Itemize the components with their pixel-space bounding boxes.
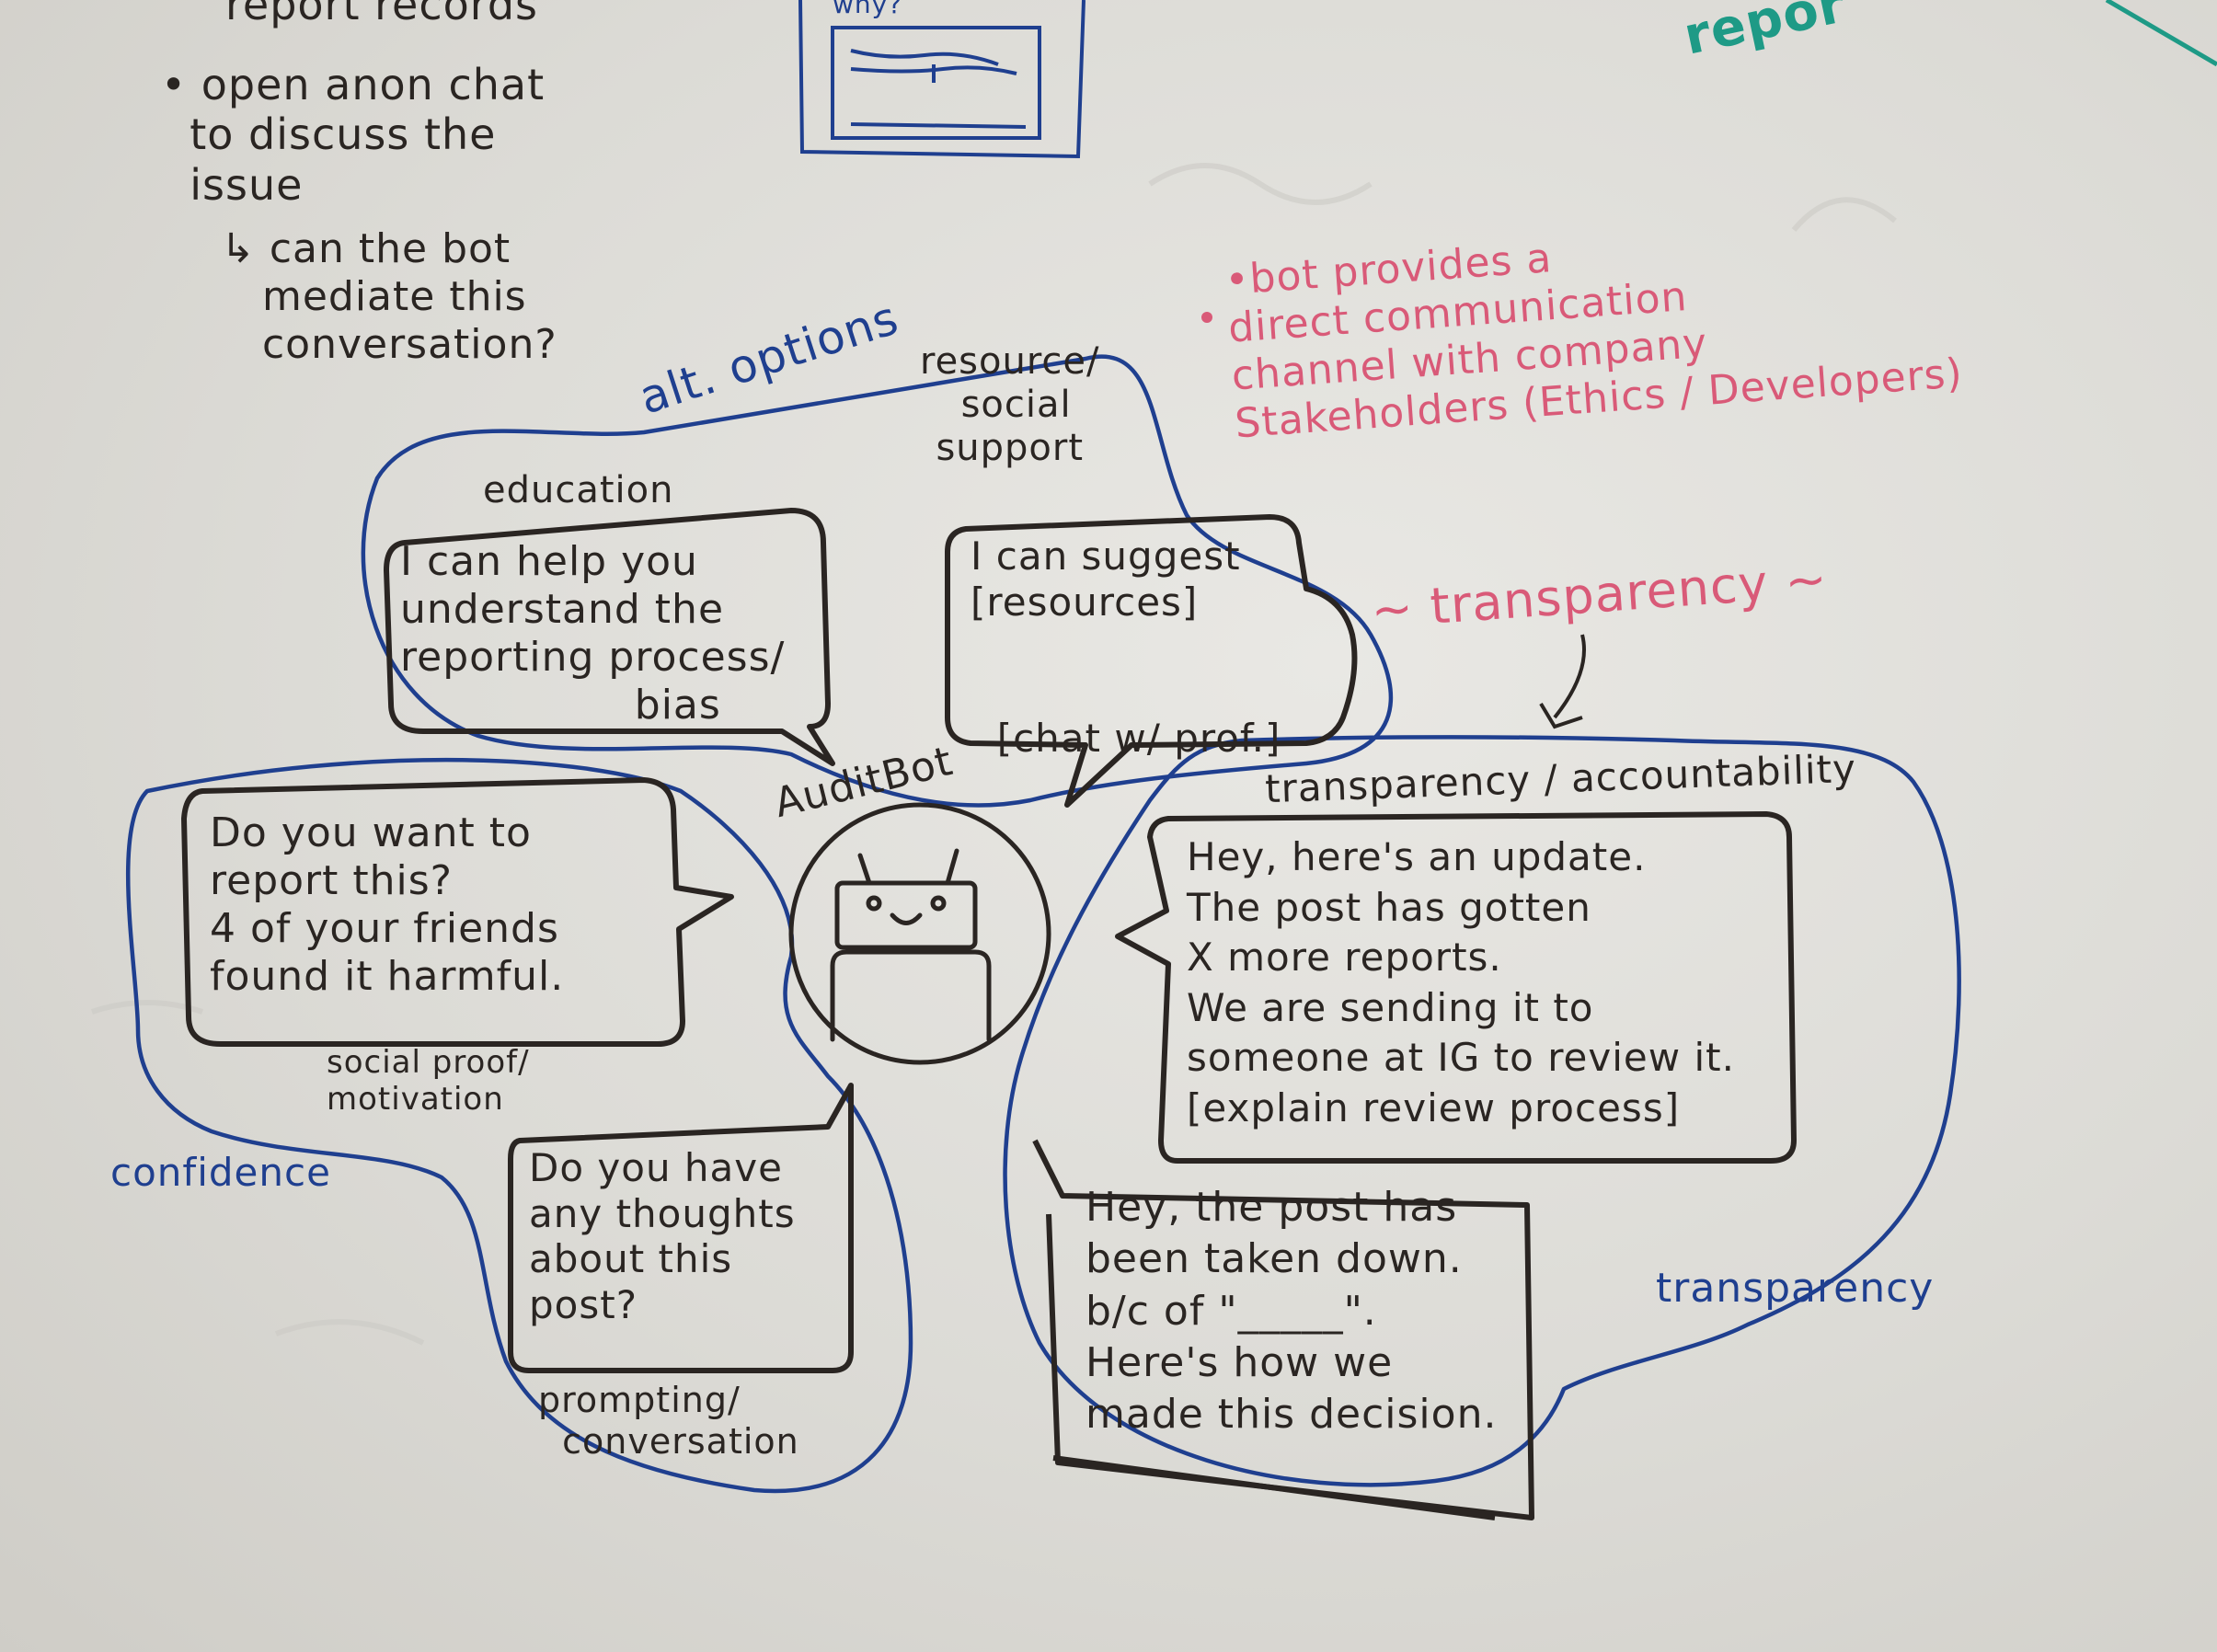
resources-bubble-outline: [945, 514, 1358, 808]
taken-down-bubble-outline: [1032, 1139, 1534, 1520]
alt-options-outline: [361, 354, 1394, 808]
bubble-text-thoughts: Do you have any thoughts about this post…: [529, 1145, 796, 1327]
screen-sketch: [798, 0, 1086, 159]
note-open-anon-chat: • open anon chat to discuss the issue: [161, 60, 546, 210]
bubble-text-education: I can help you understand the reporting …: [400, 538, 786, 728]
note-bot-mediate: ↳ can the bot mediate this conversation?: [221, 225, 557, 368]
speech-bubbles: [181, 508, 1797, 1520]
group-label-transparency: transparency: [1656, 1265, 1935, 1312]
pointer-arrow: [1539, 634, 1586, 729]
robot-eye-right: [930, 895, 947, 912]
sketch-label-why: why?: [833, 0, 903, 19]
bubble-text-update: Hey, here's an update. The post has gott…: [1187, 834, 1735, 1130]
robot-face-screen: [834, 880, 978, 950]
pink-bullet-dot: [1201, 312, 1212, 323]
category-label-resource-support: resource/ social support: [920, 340, 1100, 470]
robot-smile: [890, 912, 923, 925]
bubble-text-report: Do you want to report this? 4 of your fr…: [210, 809, 565, 1000]
taken-down-underline: [1052, 1455, 1496, 1520]
robot-eye-left: [866, 895, 882, 912]
bubble-text-taken-down: Hey, the post has been taken down. b/c o…: [1086, 1184, 1498, 1439]
robot-body: [830, 949, 992, 1042]
update-bubble-outline: [1115, 811, 1797, 1164]
group-outlines: [125, 354, 1961, 1494]
auditbot-robot: [788, 802, 1051, 1065]
education-bubble-outline: [384, 508, 835, 766]
category-label-prompting: prompting/ conversation: [538, 1380, 799, 1462]
teal-arrow-stroke: [2105, 0, 2217, 67]
thoughts-bubble-outline: [508, 1083, 854, 1373]
robot-head-circle: [788, 802, 1051, 1065]
report-bubble-outline: [181, 777, 734, 1047]
bubble-text-resources: I can suggest [resources] [chat w/ prof.…: [971, 533, 1281, 762]
transparency-outline: [1003, 735, 1961, 1487]
category-label-education: education: [483, 469, 674, 511]
group-label-confidence: confidence: [110, 1150, 331, 1195]
note-report-records: report records: [225, 0, 539, 29]
confidence-outline: [125, 757, 913, 1494]
category-label-social-proof: social proof/ motivation: [327, 1044, 530, 1119]
